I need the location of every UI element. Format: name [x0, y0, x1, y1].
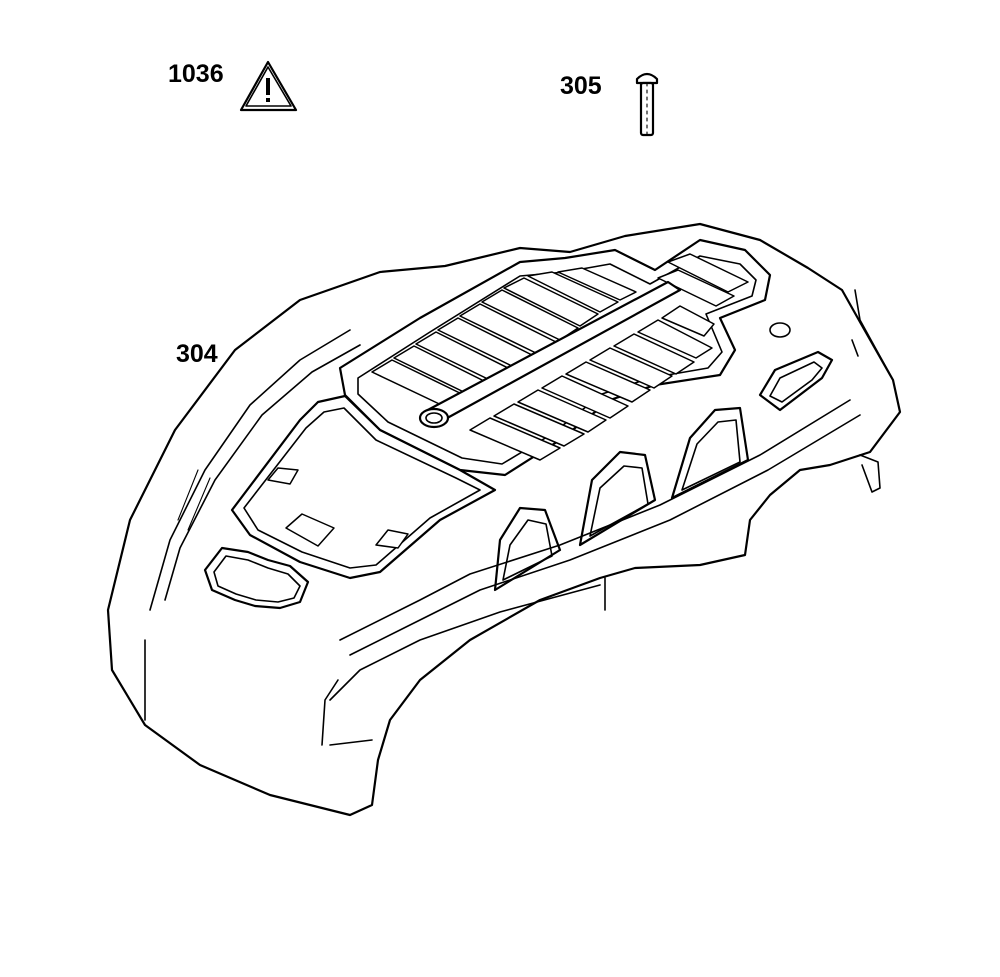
- engine-cover-part: [106, 222, 902, 817]
- callout-305: 305: [560, 72, 602, 100]
- screw-part: [635, 72, 659, 137]
- callout-1036: 1036: [168, 60, 224, 88]
- warning-triangle-icon: [239, 60, 298, 112]
- callout-304: 304: [176, 340, 218, 368]
